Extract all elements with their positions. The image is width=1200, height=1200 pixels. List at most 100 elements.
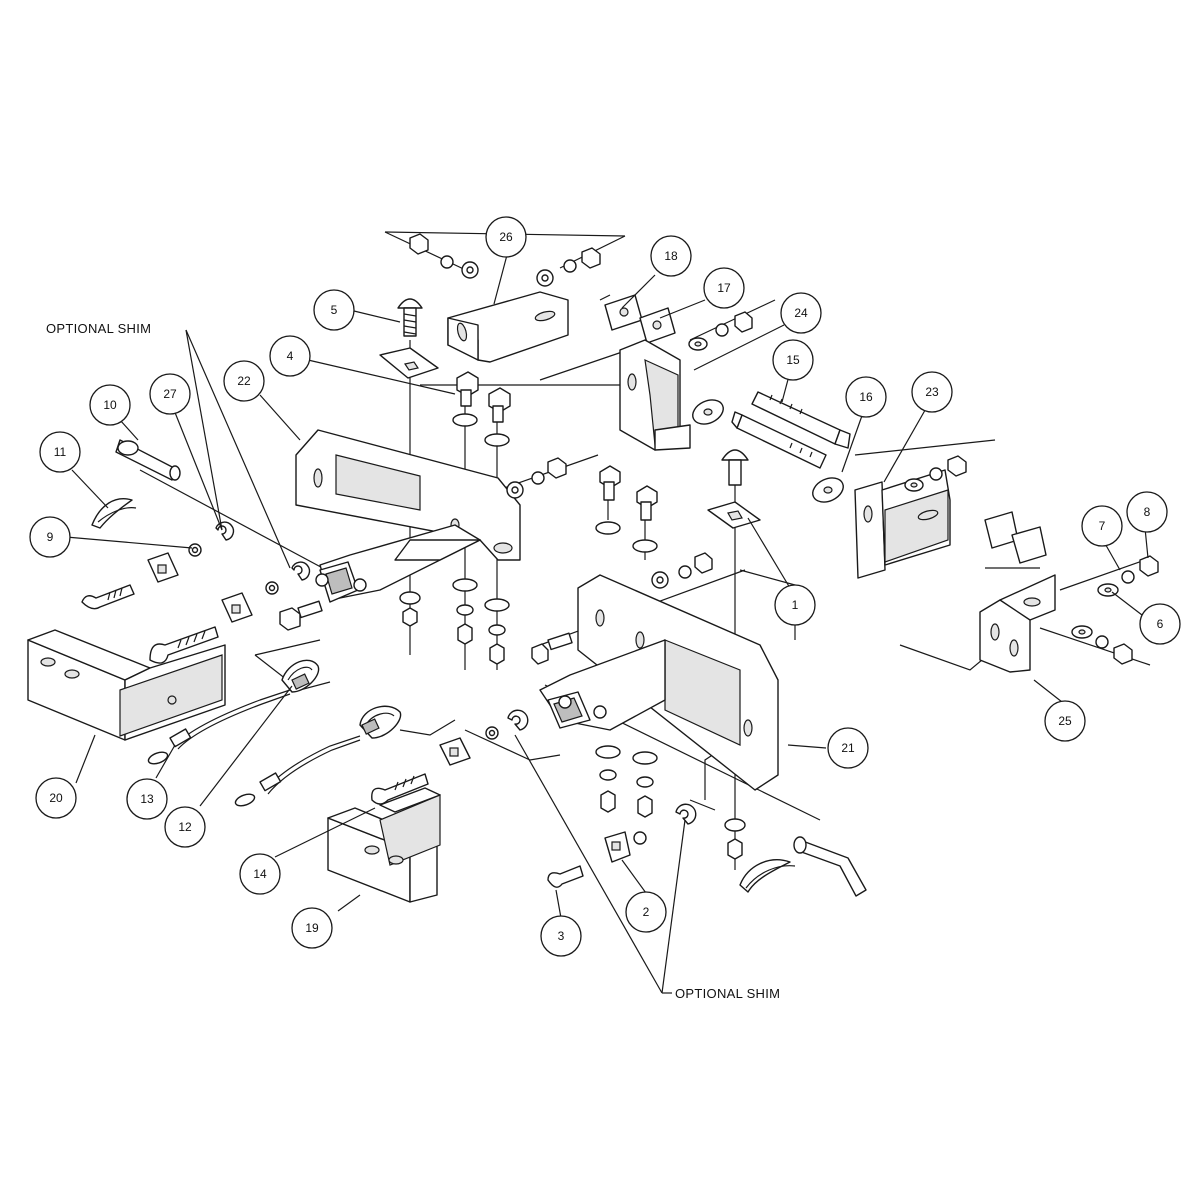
callout-number: 11 (54, 445, 67, 459)
callout-circle (291, 907, 333, 949)
callout-circle (650, 235, 692, 277)
callout-number: 15 (786, 353, 800, 367)
callout-circle (845, 376, 887, 418)
callout-number: 7 (1099, 519, 1106, 533)
callout-17: 17 (703, 267, 745, 309)
callout-19: 19 (291, 907, 333, 949)
callout-circle (485, 216, 527, 258)
callout-circle (540, 915, 582, 957)
callout-circle (239, 853, 281, 895)
callout-number: 12 (178, 820, 192, 834)
callout-circle (39, 431, 81, 473)
part-15-long-bolts (731, 391, 851, 469)
callout-circle (126, 778, 168, 820)
part-24-upper-right-bracket (604, 294, 753, 451)
part-22-left-mount-plate (295, 429, 521, 603)
callout-24: 24 (780, 292, 822, 334)
callout-circle (313, 289, 355, 331)
center-washers (439, 709, 697, 888)
part-21-right-mount-plate (531, 574, 779, 791)
callout-number: 17 (717, 281, 731, 295)
callout-circle (625, 891, 667, 933)
part-4-hex-bolts (399, 371, 511, 665)
callout-number: 23 (925, 385, 939, 399)
callout-circle (89, 384, 131, 426)
callout-circle (1139, 603, 1181, 645)
callout-circle (1044, 700, 1086, 742)
leader-lines (65, 254, 1149, 994)
callout-6: 6 (1139, 603, 1181, 645)
callout-circle (223, 360, 265, 402)
callout-4: 4 (269, 335, 311, 377)
part-5-carriage-bolt (379, 298, 439, 379)
callout-balloons: 1234567891011121314151617181920212223242… (29, 216, 1181, 957)
callout-number: 13 (140, 792, 154, 806)
callout-number: 21 (841, 741, 855, 755)
callout-25: 25 (1044, 700, 1086, 742)
part-25-angle-bracket (979, 555, 1159, 673)
part-23-angle-bracket (812, 455, 1047, 579)
callout-2: 2 (625, 891, 667, 933)
callout-3: 3 (540, 915, 582, 957)
callout-12: 12 (164, 806, 206, 848)
callout-circle (149, 373, 191, 415)
callout-20: 20 (35, 777, 77, 819)
callout-circle (911, 371, 953, 413)
callout-number: 19 (305, 921, 319, 935)
callout-number: 5 (331, 303, 338, 317)
callout-number: 9 (47, 530, 54, 544)
callout-number: 1 (792, 598, 799, 612)
callout-circle (780, 292, 822, 334)
optional-shim-label-bottom: OPTIONAL SHIM (675, 986, 781, 1001)
part-19-lower-center-bracket (327, 773, 441, 903)
callout-27: 27 (149, 373, 191, 415)
callout-circle (269, 335, 311, 377)
callout-16: 16 (845, 376, 887, 418)
callout-number: 24 (794, 306, 808, 320)
callout-number: 3 (558, 929, 565, 943)
callout-13: 13 (126, 778, 168, 820)
callout-number: 8 (1144, 505, 1151, 519)
callout-circle (772, 339, 814, 381)
right-center-bolts (506, 457, 746, 860)
callout-circle (1126, 491, 1168, 533)
callout-number: 25 (1058, 714, 1072, 728)
callout-number: 22 (237, 374, 251, 388)
callout-18: 18 (650, 235, 692, 277)
callout-number: 18 (664, 249, 678, 263)
left-fasteners (81, 439, 323, 664)
callout-number: 14 (253, 867, 267, 881)
callout-number: 27 (163, 387, 177, 401)
callout-14: 14 (239, 853, 281, 895)
callout-circle (827, 727, 869, 769)
callout-15: 15 (772, 339, 814, 381)
optional-shim-label-top: OPTIONAL SHIM (46, 321, 152, 336)
callout-number: 4 (287, 349, 294, 363)
callout-circle (29, 516, 71, 558)
right-lower-pin (739, 836, 867, 897)
callout-26: 26 (485, 216, 527, 258)
callout-circle (1081, 505, 1123, 547)
callout-11: 11 (39, 431, 81, 473)
callout-8: 8 (1126, 491, 1168, 533)
parts-12-13-cables (147, 659, 402, 807)
callout-10: 10 (89, 384, 131, 426)
callout-circle (774, 584, 816, 626)
callout-22: 22 (223, 360, 265, 402)
callout-5: 5 (313, 289, 355, 331)
callout-number: 10 (103, 398, 117, 412)
callout-9: 9 (29, 516, 71, 558)
callout-number: 6 (1157, 617, 1164, 631)
callout-number: 20 (49, 791, 63, 805)
callout-number: 2 (643, 905, 650, 919)
callout-number: 16 (859, 390, 873, 404)
part-26-angle-bracket (409, 233, 601, 363)
callout-1: 1 (774, 584, 816, 626)
callout-number: 26 (499, 230, 513, 244)
callout-7: 7 (1081, 505, 1123, 547)
callout-circle (35, 777, 77, 819)
callout-circle (164, 806, 206, 848)
callout-23: 23 (911, 371, 953, 413)
